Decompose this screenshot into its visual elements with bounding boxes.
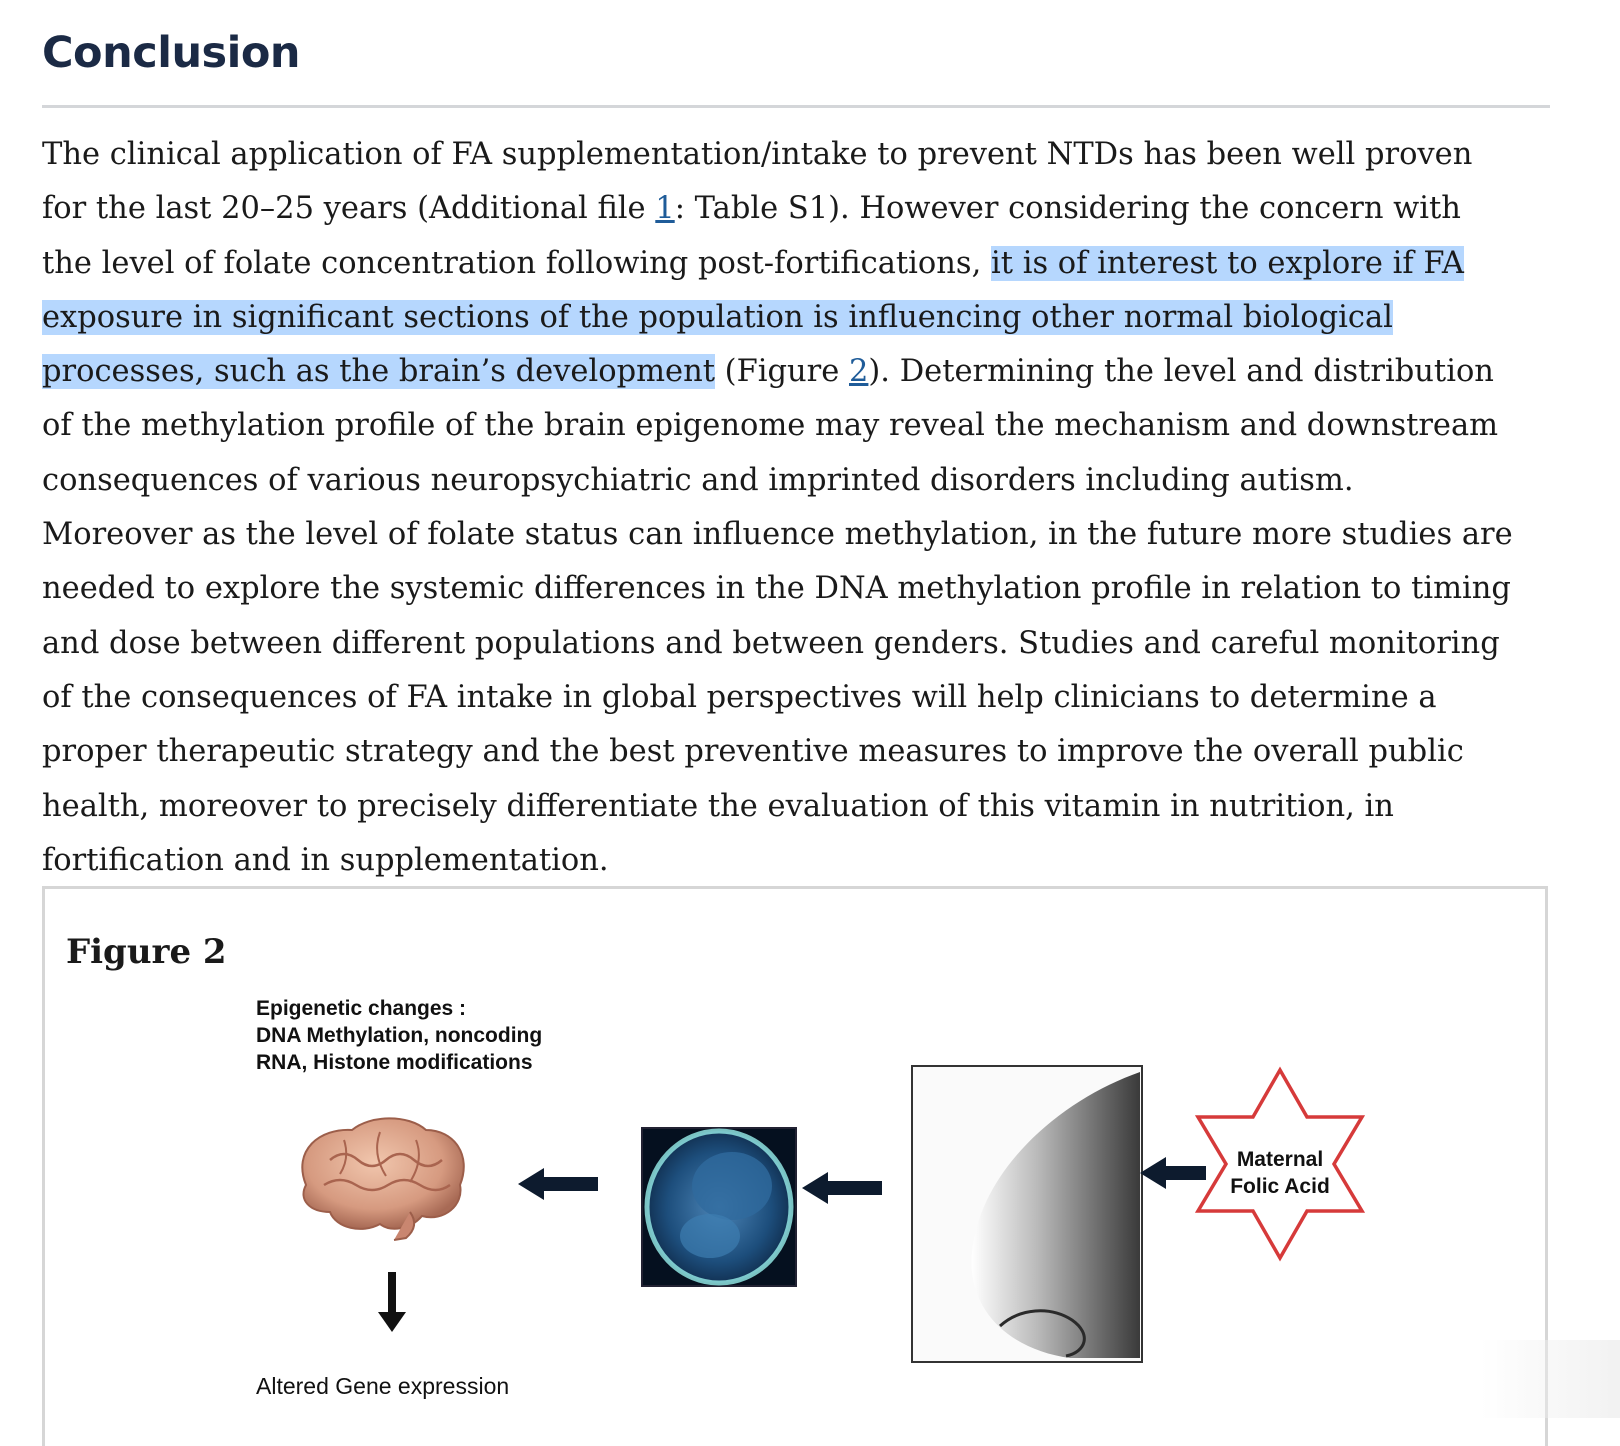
figure-title: Figure 2	[66, 932, 227, 972]
paragraph-line: consequences of various neuropsychiatric…	[42, 454, 1620, 508]
epigenetic-label-line-1: Epigenetic changes :	[256, 997, 466, 1020]
text-run: (Figure	[714, 354, 849, 390]
epigenetic-label-line-3: RNA, Histone modifications	[256, 1051, 533, 1074]
paragraph-line: of the methylation profile of the brain …	[42, 399, 1620, 453]
figure-diagram[interactable]: Epigenetic changes : DNA Methylation, no…	[240, 990, 1380, 1418]
star-label-line-2: Folic Acid	[1230, 1175, 1330, 1198]
paragraph-line: fortification and in supplementation.	[42, 834, 1620, 888]
text-run: for the last 20–25 years (Additional fil…	[42, 191, 656, 227]
paragraph-line: of the consequences of FA intake in glob…	[42, 671, 1620, 725]
paragraph-line: for the last 20–25 years (Additional fil…	[42, 182, 1620, 236]
left-arrow-icon	[1140, 1157, 1206, 1189]
paragraph-line: and dose between different populations a…	[42, 617, 1620, 671]
conclusion-paragraph: The clinical application of FA supplemen…	[42, 128, 1620, 888]
paragraph-line: Moreover as the level of folate status c…	[42, 508, 1620, 562]
text-run: of the consequences of FA intake in glob…	[42, 679, 1437, 715]
epigenetic-label-line-2: DNA Methylation, noncoding	[256, 1024, 542, 1047]
left-arrow-icon	[518, 1168, 598, 1200]
section-heading: Conclusion	[42, 28, 301, 78]
scroll-fade	[1480, 1340, 1620, 1418]
paragraph-line: The clinical application of FA supplemen…	[42, 128, 1620, 182]
paragraph-line: health, moreover to precisely differenti…	[42, 780, 1620, 834]
paragraph-line: proper therapeutic strategy and the best…	[42, 725, 1620, 779]
text-run: of the methylation profile of the brain …	[42, 408, 1499, 444]
highlighted-text: exposure in significant sections of the …	[42, 299, 1393, 335]
figure-link[interactable]: 2	[849, 354, 869, 390]
text-run: and dose between different populations a…	[42, 625, 1500, 661]
text-run: : Table S1). However considering the con…	[674, 191, 1461, 227]
fetus-image	[641, 1127, 797, 1287]
paragraph-line: the level of folate concentration follow…	[42, 237, 1620, 291]
additional-file-link[interactable]: 1	[655, 191, 675, 227]
paragraph-line: processes, such as the brain’s developme…	[42, 345, 1620, 399]
text-run: fortification and in supplementation.	[42, 842, 609, 878]
text-run: proper therapeutic strategy and the best…	[42, 734, 1464, 770]
text-run: The clinical application of FA supplemen…	[42, 137, 1473, 172]
outcome-label: Altered Gene expression	[256, 1373, 509, 1399]
left-arrow-icon	[802, 1172, 882, 1204]
paragraph-line: exposure in significant sections of the …	[42, 291, 1620, 345]
text-run: Moreover as the level of folate status c…	[42, 517, 1513, 553]
text-run: needed to explore the systemic differenc…	[42, 571, 1511, 607]
text-run: the level of folate concentration follow…	[42, 245, 991, 281]
text-run: ). Determining the level and distributio…	[868, 354, 1494, 390]
text-run: consequences of various neuropsychiatric…	[42, 462, 1354, 498]
highlighted-text: processes, such as the brain’s developme…	[42, 354, 715, 390]
heading-divider	[42, 105, 1550, 108]
brain-icon	[301, 1117, 465, 1241]
paragraph-line: needed to explore the systemic differenc…	[42, 562, 1620, 616]
highlighted-text: it is of interest to explore if FA	[990, 245, 1464, 281]
star-label-line-1: Maternal	[1237, 1148, 1323, 1171]
down-arrow-icon	[378, 1272, 406, 1332]
pregnant-belly-image	[911, 1065, 1143, 1363]
star-icon	[1194, 1066, 1366, 1262]
text-run: health, moreover to precisely differenti…	[42, 788, 1394, 824]
